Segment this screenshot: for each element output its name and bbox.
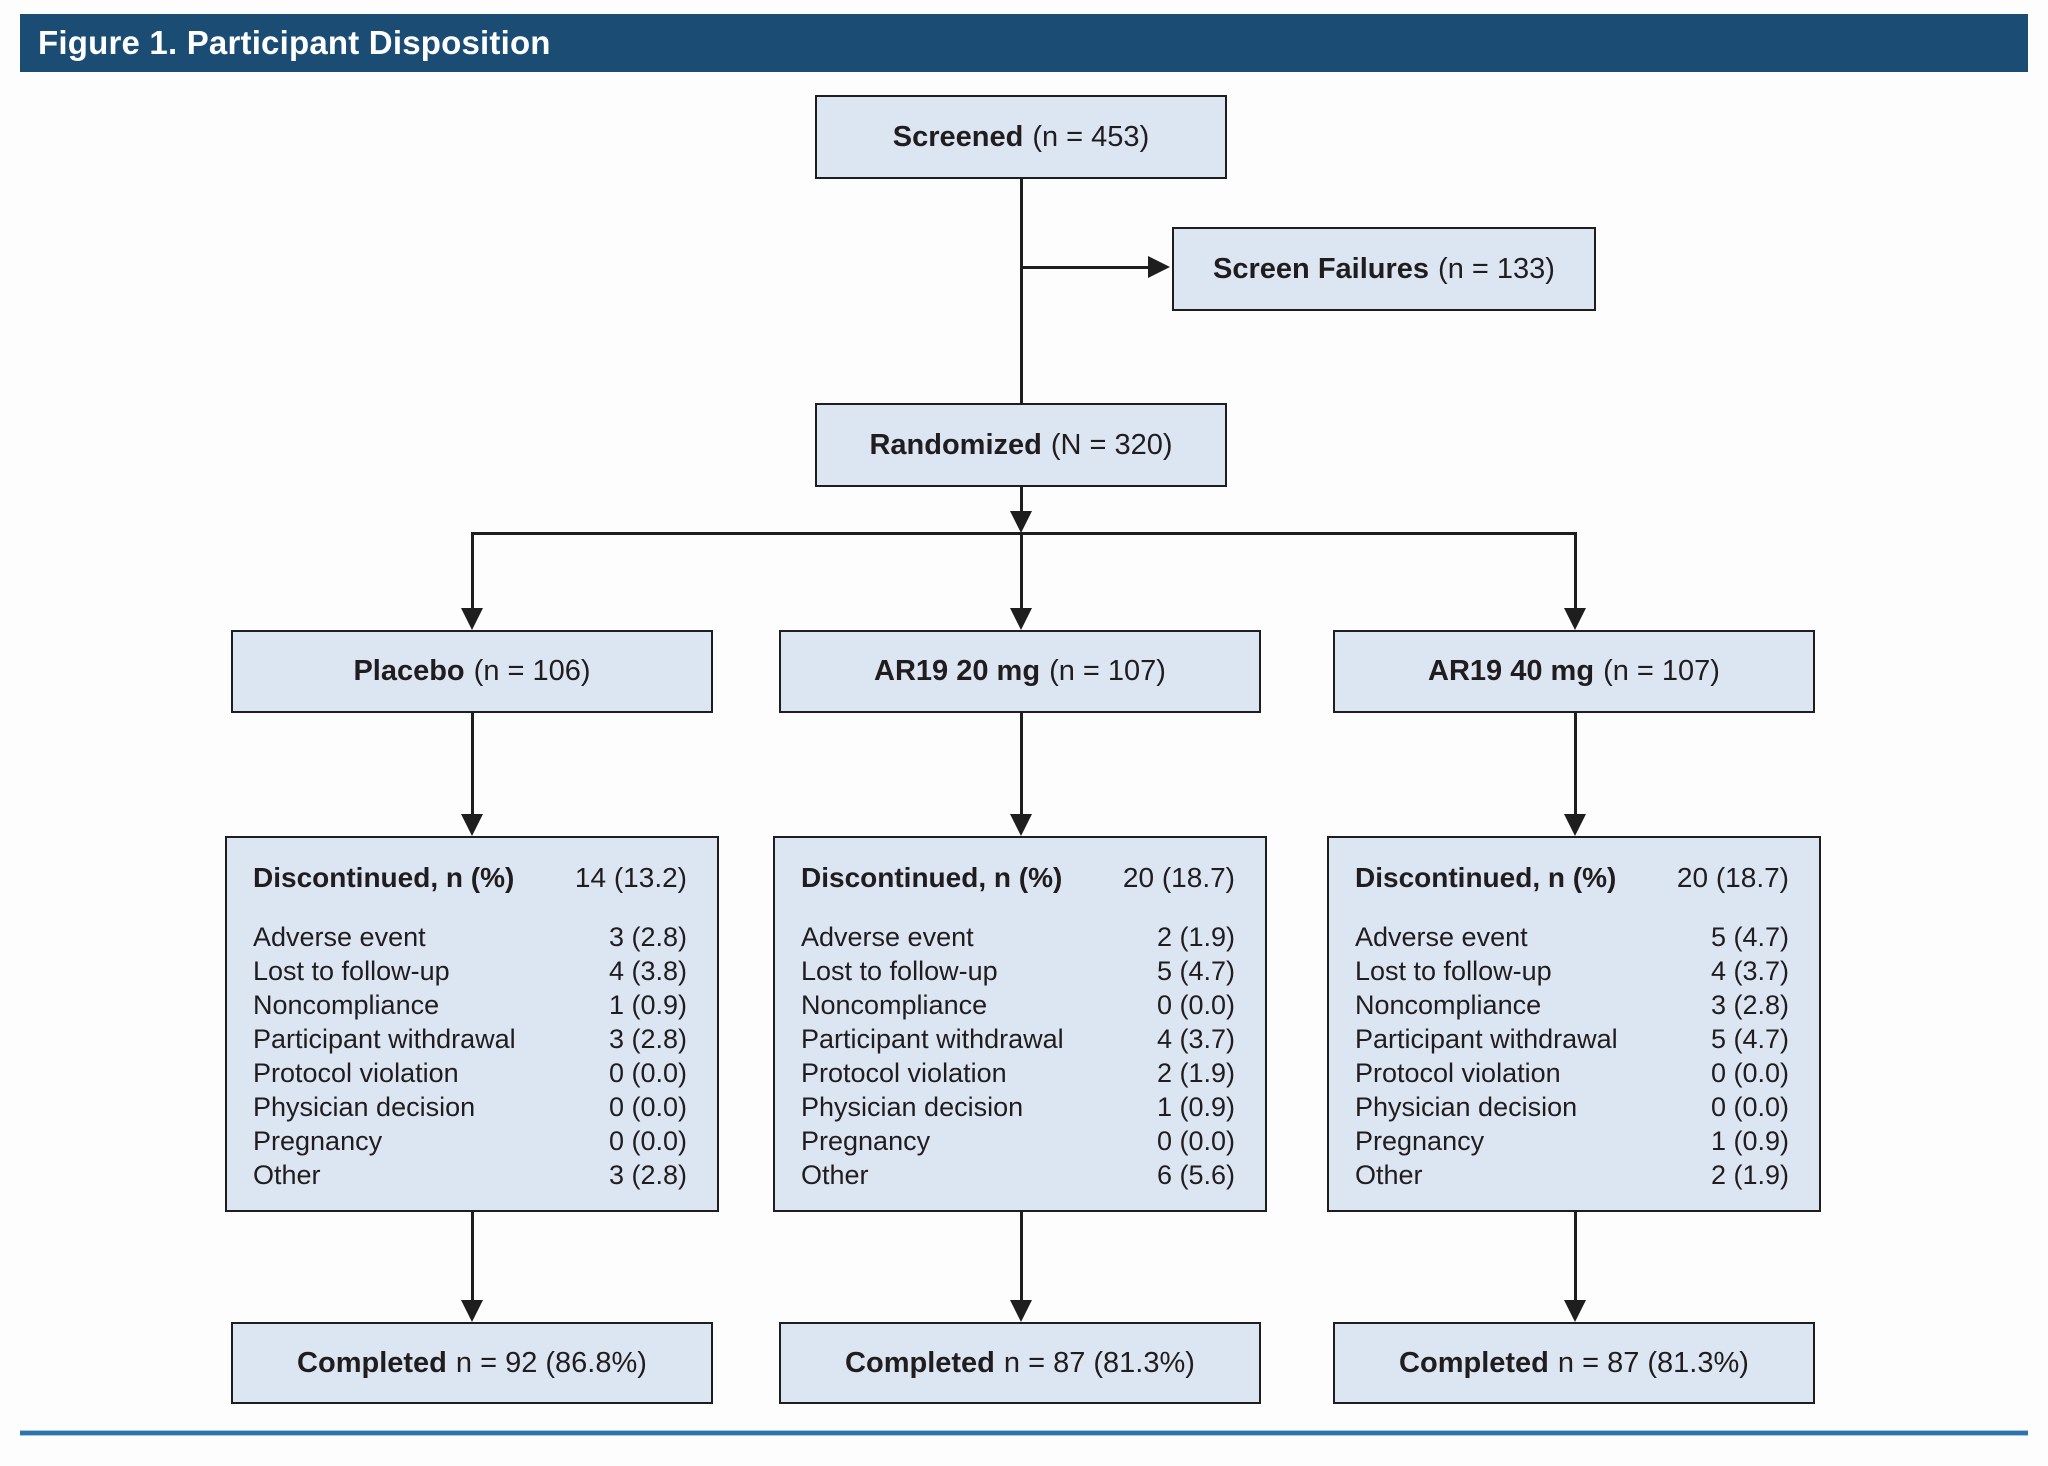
bottom-rule	[20, 1430, 2028, 1436]
connector-branch-arm1	[471, 532, 474, 610]
completed-value: n = 87 (81.3%)	[1557, 1346, 1749, 1379]
figure-title-bar: Figure 1. Participant Disposition	[20, 14, 2028, 72]
discontinued-header: Discontinued, n (%) 14 (13.2)	[253, 862, 687, 894]
arrowhead-completed3	[1564, 1300, 1586, 1322]
arm-ar19-20mg-value: (n = 107)	[1049, 655, 1166, 687]
branch-line	[471, 532, 1577, 535]
connector-screen-failures	[1021, 266, 1149, 269]
arrowhead-branch-junction	[1010, 511, 1032, 533]
discontinued-total: 14 (13.2)	[574, 862, 687, 893]
connector-branch-arm3	[1574, 532, 1577, 610]
connector-discontinued1-completed	[471, 1212, 474, 1302]
completed-label: Completed	[845, 1346, 995, 1379]
completed-label: Completed	[1399, 1346, 1549, 1379]
arrowhead-arm3	[1564, 608, 1586, 630]
discontinued-header-label: Discontinued, n (%)	[801, 862, 1063, 893]
connector-branch-arm2	[1020, 533, 1023, 610]
discontinued-header: Discontinued, n (%) 20 (18.7)	[1355, 862, 1789, 894]
discontinued-placebo-box: Discontinued, n (%) 14 (13.2) Adverse ev…	[225, 836, 719, 1212]
discontinued-total: 20 (18.7)	[1676, 862, 1789, 893]
connector-arm3-discontinued	[1574, 713, 1577, 816]
completed-value: n = 92 (86.8%)	[455, 1346, 647, 1379]
figure-title: Figure 1. Participant Disposition	[38, 24, 551, 61]
connector-randomized-branch	[1020, 487, 1023, 515]
randomized-value: (N = 320)	[1050, 428, 1173, 461]
discontinued-header-label: Discontinued, n (%)	[1355, 862, 1617, 893]
discontinued-total: 20 (18.7)	[1122, 862, 1235, 893]
arrowhead-discontinued3	[1564, 814, 1586, 836]
arrowhead-screen-failures	[1148, 256, 1170, 278]
screened-value: (n = 453)	[1032, 120, 1150, 153]
discontinued-ar19-20mg-box: Discontinued, n (%) 20 (18.7) Adverse ev…	[773, 836, 1267, 1212]
arm-placebo-box: Placebo (n = 106)	[231, 630, 713, 713]
discontinued-header-label: Discontinued, n (%)	[253, 862, 515, 893]
screen-failures-box: Screen Failures (n = 133)	[1172, 227, 1596, 311]
screened-box: Screened (n = 453)	[815, 95, 1227, 179]
arm-ar19-20mg-label: AR19 20 mg	[874, 655, 1041, 687]
arm-placebo-value: (n = 106)	[473, 655, 591, 687]
screen-failures-label: Screen Failures	[1213, 252, 1430, 285]
discontinued-ar19-40mg-box: Discontinued, n (%) 20 (18.7) Adverse ev…	[1327, 836, 1821, 1212]
completed-placebo-box: Completed n = 92 (86.8%)	[231, 1322, 713, 1404]
arrowhead-discontinued1	[461, 814, 483, 836]
arrowhead-arm1	[461, 608, 483, 630]
connector-arm1-discontinued	[471, 713, 474, 816]
completed-ar19-20mg-box: Completed n = 87 (81.3%)	[779, 1322, 1261, 1404]
completed-label: Completed	[297, 1346, 447, 1379]
arrowhead-discontinued2	[1010, 814, 1032, 836]
arm-ar19-20mg-box: AR19 20 mg (n = 107)	[779, 630, 1261, 713]
arrowhead-arm2	[1010, 608, 1032, 630]
connector-arm2-discontinued	[1020, 713, 1023, 816]
arm-placebo-label: Placebo	[353, 655, 465, 687]
arrowhead-completed1	[461, 1300, 483, 1322]
arrowhead-completed2	[1010, 1300, 1032, 1322]
completed-value: n = 87 (81.3%)	[1003, 1346, 1195, 1379]
discontinued-header: Discontinued, n (%) 20 (18.7)	[801, 862, 1235, 894]
connector-discontinued3-completed	[1574, 1212, 1577, 1302]
arm-ar19-40mg-box: AR19 40 mg (n = 107)	[1333, 630, 1815, 713]
screen-failures-value: (n = 133)	[1438, 252, 1555, 285]
completed-ar19-40mg-box: Completed n = 87 (81.3%)	[1333, 1322, 1815, 1404]
screened-label: Screened	[892, 120, 1024, 153]
randomized-box: Randomized (N = 320)	[815, 403, 1227, 487]
connector-discontinued2-completed	[1020, 1212, 1023, 1302]
connector-screened-randomized	[1020, 179, 1023, 403]
randomized-label: Randomized	[869, 428, 1042, 461]
arm-ar19-40mg-value: (n = 107)	[1603, 655, 1720, 687]
arm-ar19-40mg-label: AR19 40 mg	[1428, 655, 1595, 687]
